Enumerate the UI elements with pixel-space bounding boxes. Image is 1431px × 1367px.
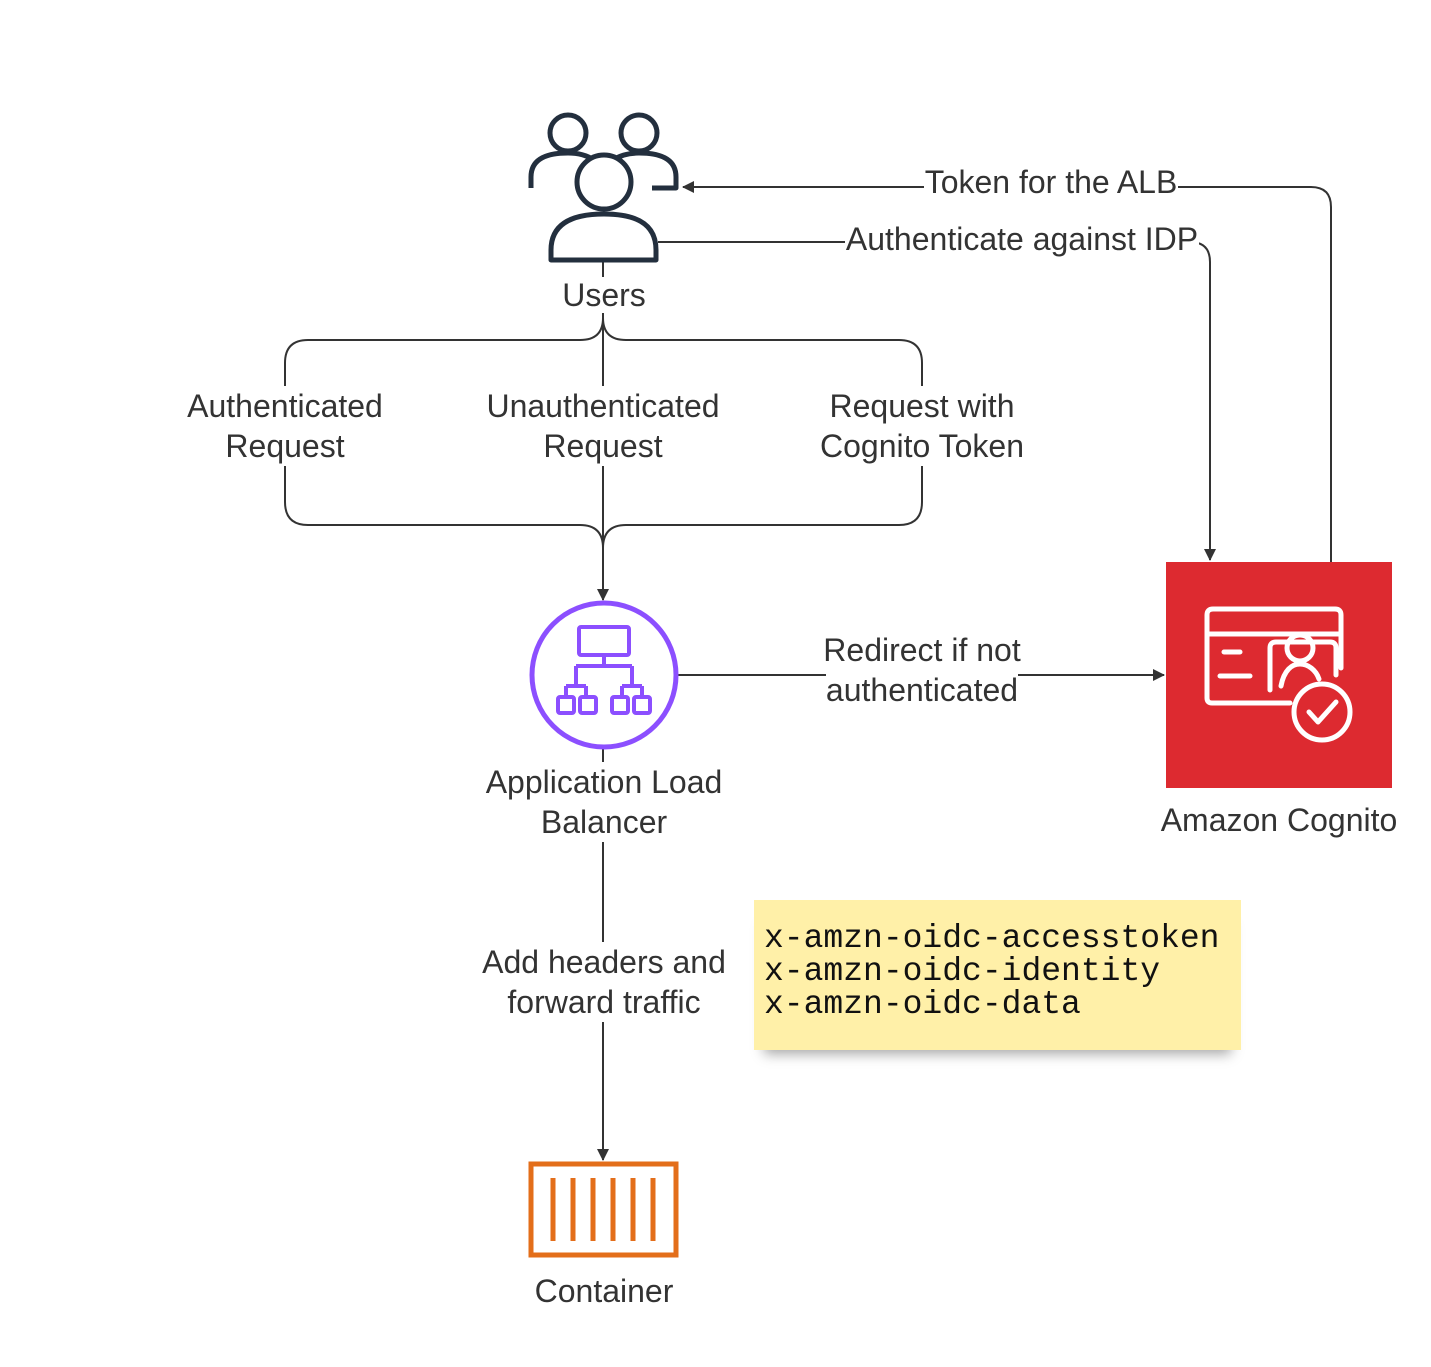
note-line: x-amzn-oidc-data xyxy=(764,986,1081,1023)
forward-traffic-label: Add headers and forward traffic xyxy=(482,942,726,1022)
unauthenticated-request-label: Unauthenticated Request xyxy=(486,386,720,466)
cognito-label: Amazon Cognito xyxy=(1159,802,1399,838)
container-label: Container xyxy=(533,1273,675,1309)
token-label: Token for the ALB xyxy=(923,164,1179,200)
note-line: x-amzn-oidc-accesstoken xyxy=(764,920,1220,957)
note-line: x-amzn-oidc-identity xyxy=(764,953,1161,990)
users-label: Users xyxy=(561,277,647,313)
authenticate-label: Authenticate against IDP xyxy=(844,221,1200,257)
edge-token xyxy=(682,181,1332,562)
authenticated-request-label: Authenticated Request xyxy=(187,386,383,466)
request-with-token-label: Request with Cognito Token xyxy=(820,386,1024,466)
alb-label: Application Load Balancer xyxy=(485,762,723,842)
cognito-identity-icon xyxy=(1166,562,1392,788)
redirect-label: Redirect if not authenticated xyxy=(823,630,1021,710)
users-group-icon xyxy=(528,112,679,263)
load-balancer-icon xyxy=(529,600,679,750)
container-icon xyxy=(528,1161,679,1258)
oidc-headers-note: x-amzn-oidc-accesstoken x-amzn-oidc-iden… xyxy=(754,900,1241,1050)
